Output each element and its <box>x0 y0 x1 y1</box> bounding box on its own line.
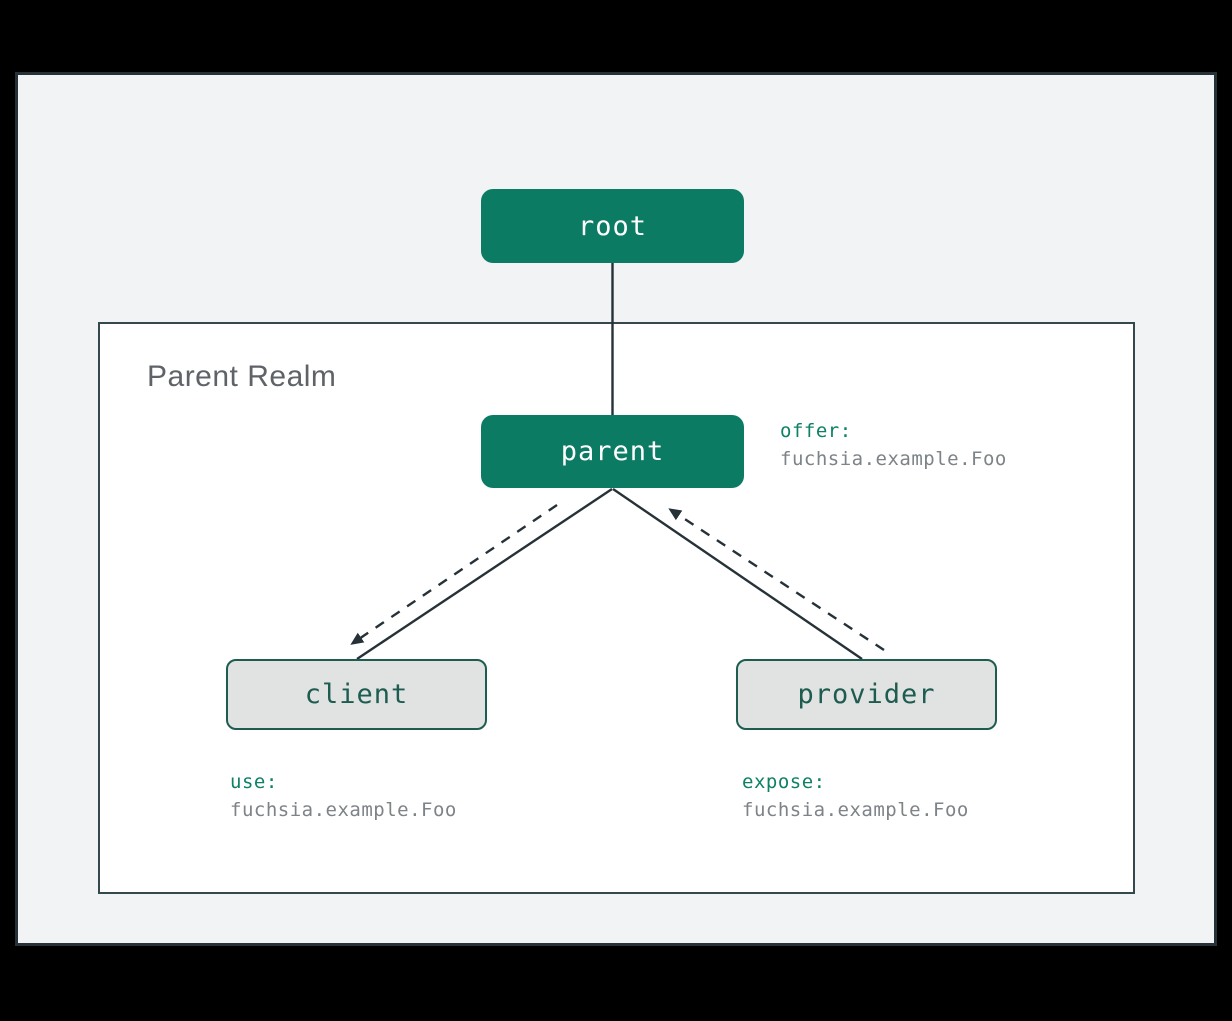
annotation-use-keyword: use: <box>230 771 278 793</box>
annotation-offer: offer: fuchsia.example.Foo <box>780 417 1007 473</box>
node-provider-label: provider <box>797 679 936 710</box>
annotation-offer-value: fuchsia.example.Foo <box>780 448 1007 470</box>
annotation-use-value: fuchsia.example.Foo <box>230 799 457 821</box>
annotation-expose: expose: fuchsia.example.Foo <box>742 768 969 824</box>
node-parent-label: parent <box>560 436 665 467</box>
node-root-label: root <box>577 210 648 242</box>
annotation-offer-keyword: offer: <box>780 420 852 442</box>
parent-realm-label: Parent Realm <box>147 360 337 393</box>
node-provider: provider <box>736 659 997 730</box>
annotation-use: use: fuchsia.example.Foo <box>230 768 457 824</box>
annotation-expose-keyword: expose: <box>742 771 826 793</box>
annotation-expose-value: fuchsia.example.Foo <box>742 799 969 821</box>
node-client: client <box>226 659 487 730</box>
node-parent: parent <box>481 415 744 488</box>
node-client-label: client <box>304 679 409 710</box>
node-root: root <box>481 189 744 263</box>
